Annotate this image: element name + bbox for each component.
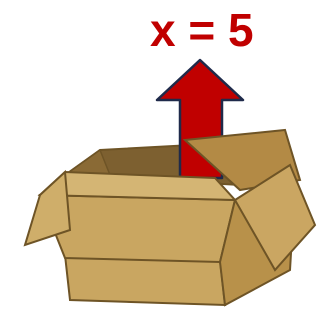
box-flap-back xyxy=(182,128,302,192)
box-flap-right xyxy=(233,163,317,272)
equation-label: x = 5 xyxy=(150,4,254,56)
box-flap-left-outer xyxy=(23,169,72,247)
